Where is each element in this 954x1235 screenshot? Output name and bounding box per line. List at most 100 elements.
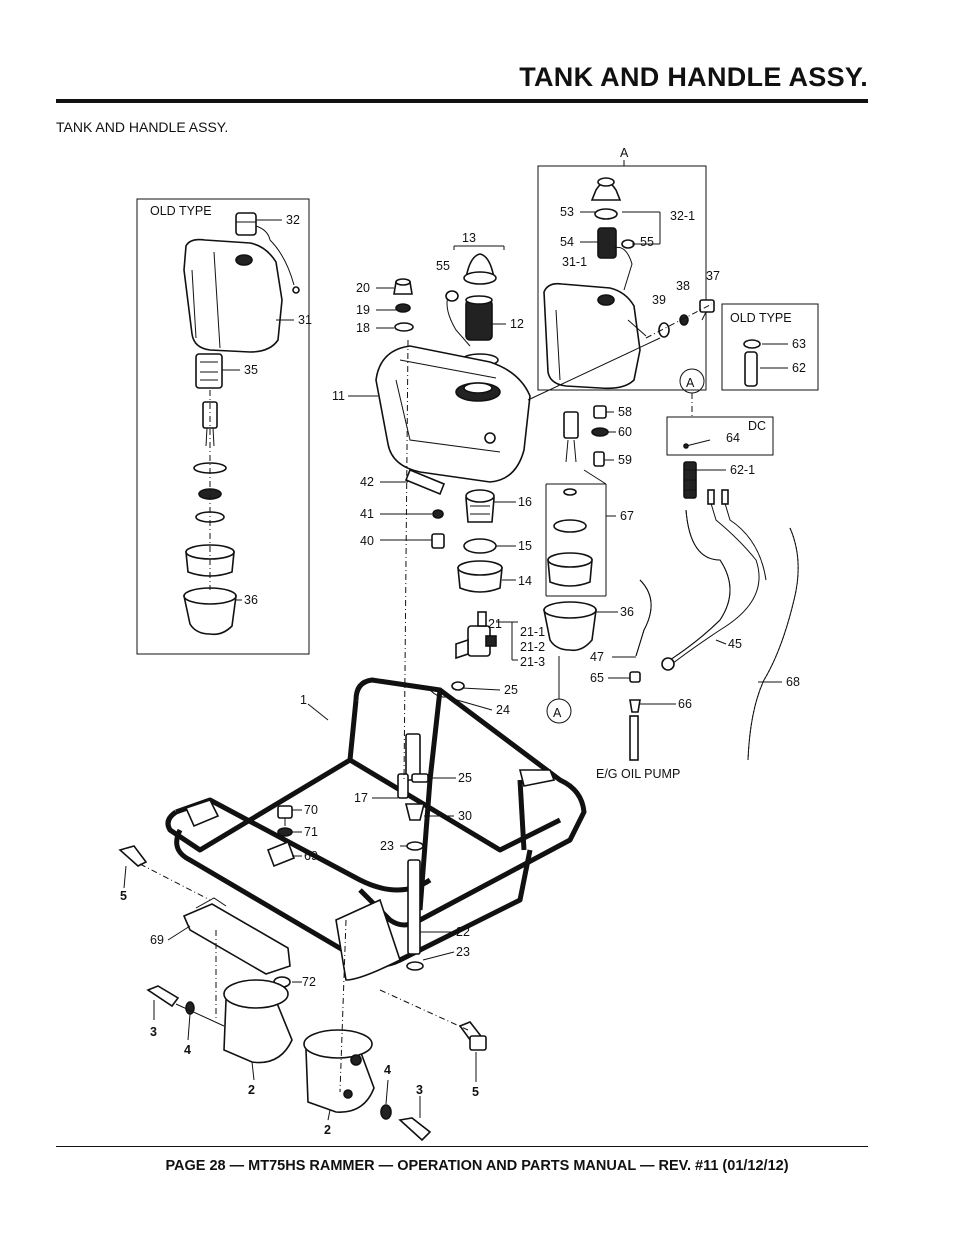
part-label: 4: [184, 1043, 191, 1057]
part-label: 58: [618, 405, 632, 419]
detail-a-box: A: [537, 146, 707, 391]
dc-box: DC: [666, 416, 774, 456]
part-label: 63: [792, 337, 806, 351]
strainer-stack-14-16: [457, 489, 503, 593]
footer-rule: [56, 1146, 868, 1147]
sediment-assembly: [543, 405, 609, 652]
part-label: 42: [360, 475, 374, 489]
part-label: 14: [518, 574, 532, 588]
old-type-right-box: OLD TYPE: [721, 303, 819, 391]
part-label: 17: [354, 791, 368, 805]
part-label: 37: [706, 269, 720, 283]
part-label: 68: [786, 675, 800, 689]
header-rule: [56, 99, 868, 103]
corrugated-tube-68: [747, 527, 799, 761]
part-label: 21-3: [520, 655, 545, 669]
part-label: 62: [792, 361, 806, 375]
part-label: 21-2: [520, 640, 545, 654]
callout-a-top: A: [686, 376, 695, 390]
part-label: 53: [560, 205, 574, 219]
bolts-3-washers-4: [146, 985, 432, 1142]
oil-pump-fittings: E/G OIL PUMP: [596, 671, 680, 781]
part-label: 39: [652, 293, 666, 307]
page-footer: PAGE 28 — MT75HS RAMMER — OPERATION AND …: [165, 1158, 789, 1174]
part-label: 36: [620, 605, 634, 619]
part-label: 5: [472, 1085, 479, 1099]
part-label: 32-1: [670, 209, 695, 223]
weights-2: [215, 919, 375, 1113]
part-labels: 32 31 35 36 13 55 12 20 19 18 11 53 32-1…: [120, 205, 806, 1137]
wiring-and-hoses: [635, 489, 767, 671]
part-label: 62-1: [730, 463, 755, 477]
diagram-subtitle: TANK AND HANDLE ASSY.: [56, 119, 229, 135]
part-label: 16: [518, 495, 532, 509]
part-label: 3: [150, 1025, 157, 1039]
eg-oil-pump-label: E/G OIL PUMP: [596, 767, 680, 781]
hardware-70-71: [277, 805, 293, 837]
hardware-18-19-20: [393, 278, 414, 332]
main-fuel-tank: [375, 337, 661, 483]
part-label: 69: [304, 849, 318, 863]
part-label: 31: [298, 313, 312, 327]
part-label: 20: [356, 281, 370, 295]
part-label: 55: [640, 235, 654, 249]
part-label: 38: [676, 279, 690, 293]
part-label: 25: [458, 771, 472, 785]
part-label: 54: [560, 235, 574, 249]
part-label: 23: [456, 945, 470, 959]
part-label: 2: [248, 1083, 255, 1097]
old-type-right-label: OLD TYPE: [730, 311, 792, 325]
part-label: 35: [244, 363, 258, 377]
part-label: 32: [286, 213, 300, 227]
detail-a-label: A: [620, 146, 629, 160]
part-label: 18: [356, 321, 370, 335]
part-label: 60: [618, 425, 632, 439]
part-label: 31-1: [562, 255, 587, 269]
part-label: 40: [360, 534, 374, 548]
fuel-cock-21: [455, 611, 518, 661]
part-label: 30: [458, 809, 472, 823]
hardware-37-38-39: [645, 299, 715, 339]
fuel-cap-and-filter: [445, 245, 505, 367]
part-label: 19: [356, 303, 370, 317]
part-label: 21-1: [520, 625, 545, 639]
part-label: 59: [618, 453, 632, 467]
part-label: 47: [590, 650, 604, 664]
fuel-hose: [397, 339, 465, 971]
part-label: 13: [462, 231, 476, 245]
part-label: 5: [120, 889, 127, 903]
part-label: 23: [380, 839, 394, 853]
part-label: 72: [302, 975, 316, 989]
part-label: 41: [360, 507, 374, 521]
old-type-left-label: OLD TYPE: [150, 204, 212, 218]
part-label: 36: [244, 593, 258, 607]
part-label: 1: [300, 693, 307, 707]
part-label: 2: [324, 1123, 331, 1137]
leader-lines: [123, 211, 788, 1121]
part-label: 24: [496, 703, 510, 717]
part-label: 4: [384, 1063, 391, 1077]
callout-a-bottom: A: [553, 706, 562, 720]
part-label: 69: [150, 933, 164, 947]
handle-frame: [165, 677, 587, 981]
part-label: 25: [504, 683, 518, 697]
part-label: 15: [518, 539, 532, 553]
part-label: 70: [304, 803, 318, 817]
hardware-40-41-42: [404, 468, 446, 549]
spring-62-1: [683, 461, 697, 499]
part-label: 45: [728, 637, 742, 651]
bolts-5: [118, 845, 487, 1051]
callout-a-circles: A A: [546, 368, 705, 724]
dc-label: DC: [748, 419, 766, 433]
part-label: 64: [726, 431, 740, 445]
part-label: 55: [436, 259, 450, 273]
part-label: 22: [456, 925, 470, 939]
part-label: 12: [510, 317, 524, 331]
part-label: 65: [590, 671, 604, 685]
part-label: 21: [488, 617, 502, 631]
part-label: 3: [416, 1083, 423, 1097]
part-label: 67: [620, 509, 634, 523]
part-label: 66: [678, 697, 692, 711]
page-title: TANK AND HANDLE ASSY.: [519, 62, 868, 92]
